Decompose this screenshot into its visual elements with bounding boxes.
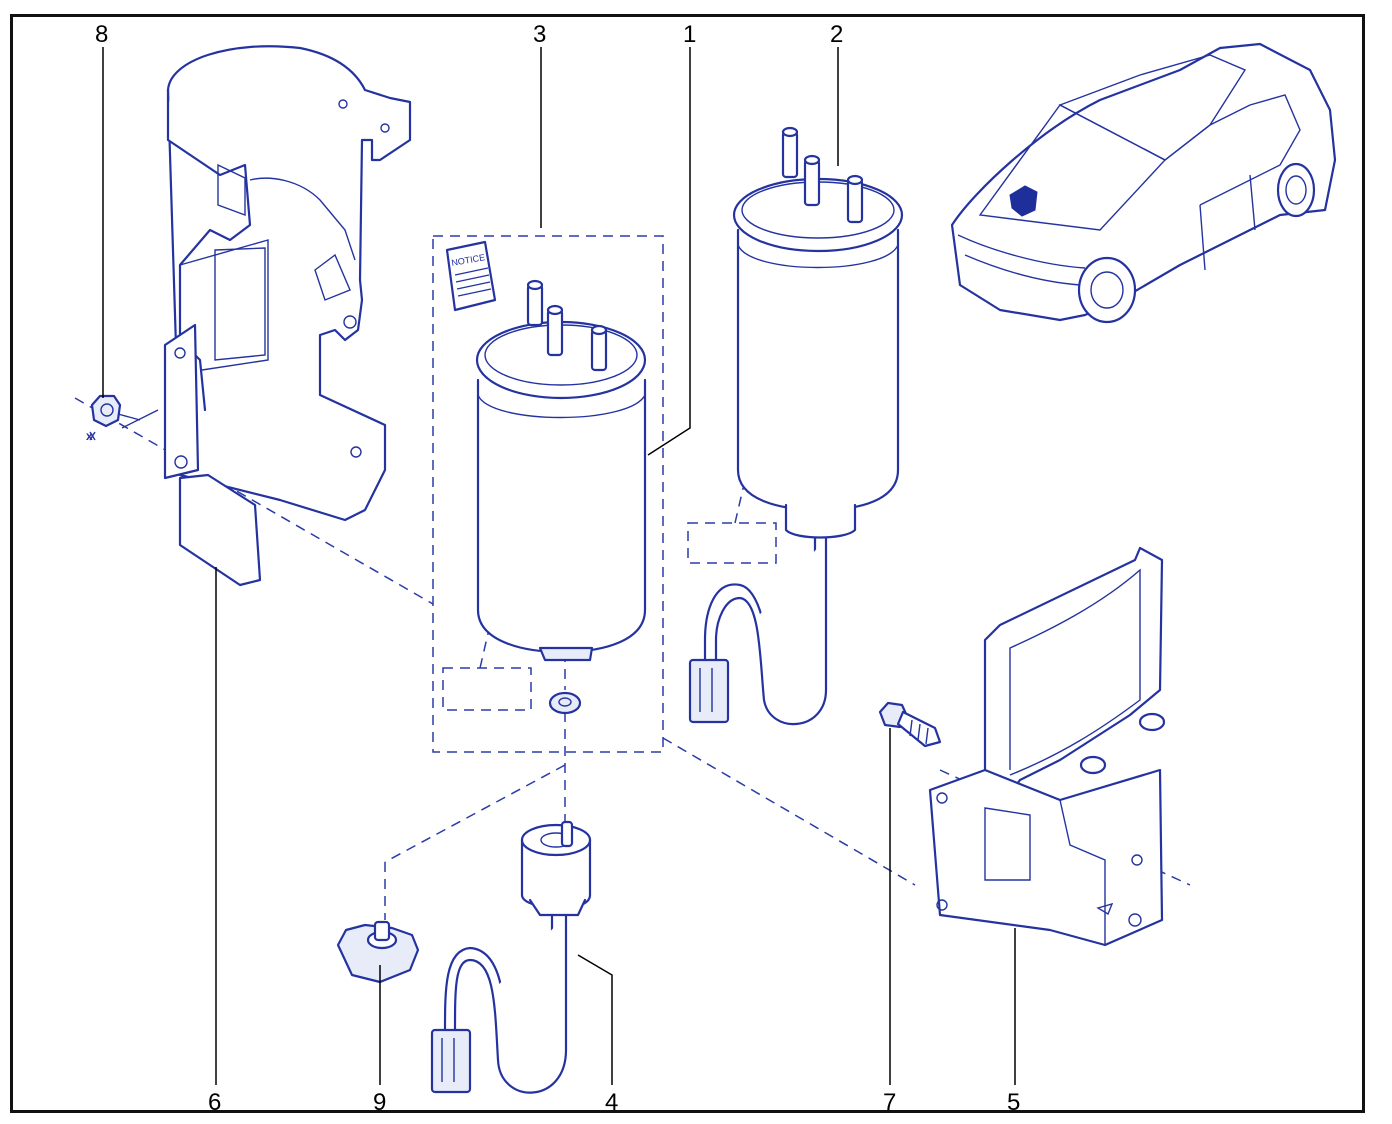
- leader-lines: [102, 47, 1016, 1085]
- callout-5: 5: [1007, 1089, 1020, 1116]
- filter-mounting-bracket: [928, 546, 1166, 947]
- heat-shield-bracket: [163, 45, 412, 587]
- callout-6: 6: [208, 1089, 221, 1116]
- mounting-bolt: [878, 701, 942, 748]
- fixing-nut: [89, 394, 159, 441]
- callout-1: 1: [683, 21, 696, 48]
- fuel-filter-assembly: [688, 126, 904, 725]
- vehicle-illustration: [950, 42, 1337, 324]
- callout-4: 4: [605, 1089, 618, 1116]
- callout-labels: 8 3 1 2 6 9 4 7 5: [95, 21, 1020, 1116]
- washer: [548, 691, 582, 715]
- notice-booklet: [445, 240, 497, 312]
- callout-8: 8: [95, 21, 108, 48]
- kit-label-box: [442, 667, 532, 711]
- callout-2: 2: [830, 21, 843, 48]
- callout-3: 3: [533, 21, 546, 48]
- drain-plug: [336, 920, 420, 984]
- kit-boundary-box: [432, 235, 664, 753]
- fuel-filter-kit: [475, 279, 647, 662]
- fuel-heater-sensor: [430, 820, 592, 1094]
- callout-7: 7: [883, 1089, 896, 1116]
- callout-9: 9: [373, 1089, 386, 1116]
- dimension-x-mark: x: [86, 429, 93, 443]
- filter-label-box: [687, 522, 777, 564]
